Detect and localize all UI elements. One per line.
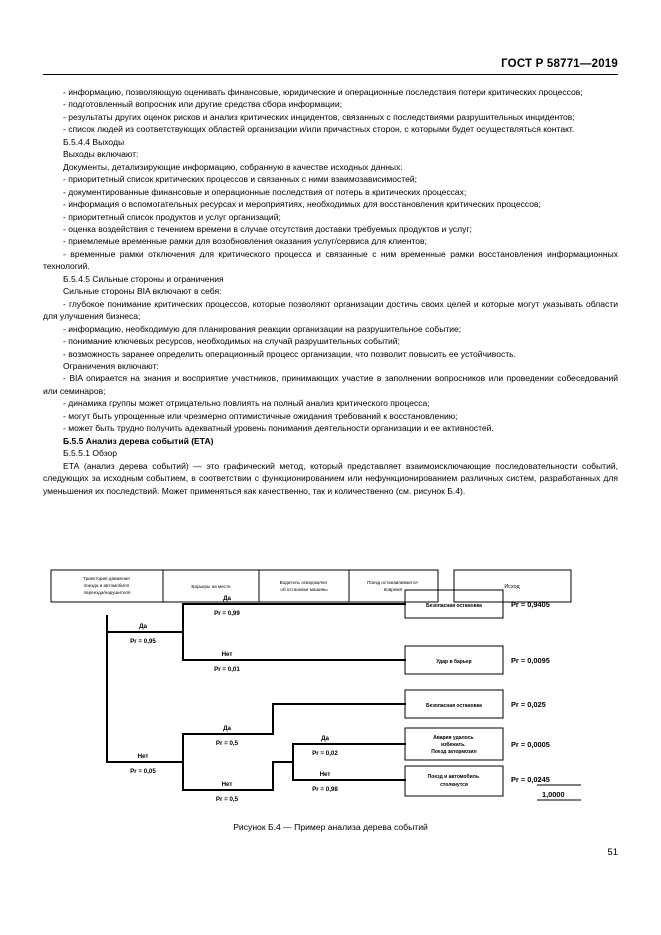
- paragraph: - приоритетный список критических процес…: [63, 174, 418, 185]
- paragraph: ЕТА (анализ дерева событий) — это графич…: [43, 460, 618, 496]
- paragraph: - информацию, необходимую для планирован…: [63, 323, 462, 334]
- page-number: 51: [607, 847, 618, 858]
- branch-prob-b5: Pr = 0,5: [216, 740, 239, 747]
- paragraph: - возможность заранее определить операци…: [63, 348, 517, 359]
- paragraph: - BIA опирается на знания и восприятие у…: [43, 373, 618, 396]
- branch-label-b8: Нет: [320, 771, 331, 778]
- branch-label-b6: Нет: [222, 781, 233, 788]
- paragraph: - может быть трудно получить адекватный …: [63, 423, 494, 434]
- paragraph: - динамика группы может отрицательно пов…: [63, 398, 430, 409]
- branch-label-b7: Да: [321, 735, 329, 742]
- paragraph: - документированные финансовые и операци…: [63, 186, 467, 197]
- outcome-prob-o2: Pr = 0,0095: [511, 656, 550, 665]
- outcome-total: 1,0000: [542, 790, 565, 799]
- paragraph: - результаты других оценок рисков и анал…: [63, 111, 575, 122]
- paragraph: - информация о вспомогательных ресурсах …: [63, 199, 541, 210]
- section-heading: Б.5.4.4 Выходы: [63, 136, 125, 147]
- branch-prob-b8: Pr = 0,98: [312, 786, 338, 793]
- branch-prob-b7: Pr = 0,02: [312, 750, 338, 757]
- paragraph: Сильные стороны BIA включают в себя:: [63, 286, 222, 297]
- outcome-label-o1: Безопасная остановка: [426, 603, 482, 609]
- column-header-driver-aware: Водитель осведомлен об остановке машины: [280, 580, 329, 592]
- paragraph: - информацию, позволяющую оценивать фина…: [63, 87, 583, 97]
- branch-prob-b3: Pr = 0,01: [214, 666, 240, 673]
- column-header-barriers: Барьеры на месте: [191, 584, 231, 589]
- section-heading: Б.5.5 Анализ дерева событий (ЕТА): [63, 435, 214, 446]
- paragraph: - подготовленный вопросник или другие ср…: [63, 99, 342, 110]
- paragraph: - приемлемые временные рамки для возобно…: [63, 236, 427, 247]
- paragraph: - понимание ключевых ресурсов, необходим…: [63, 336, 400, 347]
- paragraph: Документы, детализирующие информацию, со…: [63, 161, 403, 172]
- section-heading: Б.5.5.1 Обзор: [63, 448, 118, 459]
- body-text: - информацию, позволяющую оценивать фина…: [43, 86, 618, 497]
- outcome-label-o4: Авария удалось избежать. Поезд затормози…: [431, 735, 476, 755]
- branch-label-b4: Нет: [138, 753, 149, 760]
- branch-label-b3: Нет: [222, 651, 233, 658]
- branch-prob-b4: Pr = 0,05: [130, 768, 156, 775]
- paragraph: Выходы включают:: [63, 149, 139, 160]
- outcome-label-o3: Безопасная остановка: [426, 703, 482, 709]
- branch-label-b5: Да: [223, 725, 231, 732]
- outcome-label-o5: Поезд и автомобиль столкнутся: [428, 773, 481, 788]
- column-header-train-stops: Поезд останавливается вовремя: [367, 580, 419, 592]
- outcome-prob-o3: Pr = 0,025: [511, 700, 546, 709]
- paragraph: - глубокое понимание критических процесс…: [43, 298, 618, 322]
- paragraph: - приоритетный список продуктов и услуг …: [63, 211, 281, 222]
- branch-label-b1: Да: [139, 623, 147, 630]
- paragraph: - могут быть упрощенные или чрезмерно оп…: [63, 410, 458, 421]
- paragraph: - оценка воздействия с течением времени …: [63, 223, 472, 234]
- branch-prob-b6: Pr = 0,5: [216, 796, 239, 803]
- section-heading: Б.5.4.5 Сильные стороны и ограничения: [63, 273, 224, 284]
- column-header-outcome: Исход: [504, 584, 520, 590]
- outcome-prob-o5: Pr = 0,0245: [511, 775, 550, 784]
- paragraph: Ограничения включают:: [63, 360, 159, 371]
- branch-prob-b2: Pr = 0,99: [214, 610, 240, 617]
- paragraph: - список людей из соответствующих област…: [63, 124, 575, 135]
- outcome-prob-o1: Pr = 0,9405: [511, 600, 550, 609]
- figure-caption: Рисунок Б.4 — Пример анализа дерева собы…: [233, 822, 428, 832]
- outcome-prob-o4: Pr = 0,0005: [511, 740, 550, 749]
- branch-prob-b1: Pr = 0,95: [130, 638, 156, 645]
- event-tree-figure: Траектория движения поезда и автомобиля …: [45, 566, 617, 811]
- branch-label-b2: Да: [223, 595, 231, 602]
- column-header-trajectory: Траектория движения поезда и автомобиля …: [83, 576, 131, 595]
- header-rule: [43, 74, 618, 75]
- paragraph: - временные рамки отключения для критиче…: [43, 248, 618, 272]
- outcome-label-o2: Удар в барьер: [436, 658, 472, 665]
- running-head-standard: ГОСТ Р 58771—2019: [501, 58, 618, 70]
